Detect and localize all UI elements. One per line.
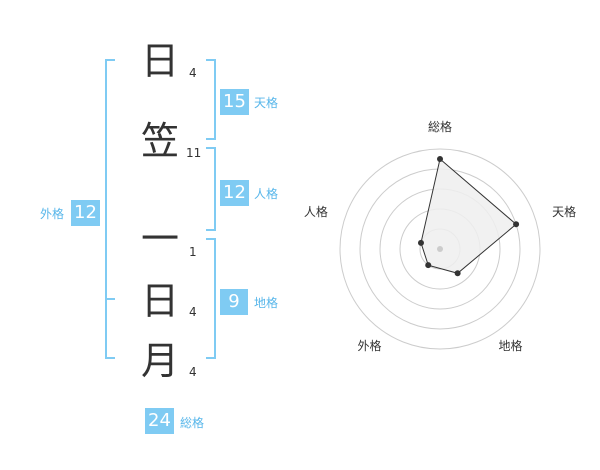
- chikaku-bracket: [206, 238, 216, 359]
- tenkaku-label: 天格: [254, 96, 279, 110]
- name-char-1: 日: [140, 39, 179, 83]
- chikaku-label: 地格: [254, 296, 279, 310]
- jinkaku-value-badge: 12: [220, 180, 249, 206]
- radar-point-3: [425, 262, 432, 269]
- radar-axis-label-3: 外格: [357, 339, 382, 354]
- radar-axis-label-4: 人格: [303, 204, 328, 219]
- soukaku-value-badge: 24: [145, 408, 174, 434]
- stroke-count-1: 4: [189, 66, 197, 80]
- gaikaku-bracket: [105, 59, 115, 359]
- jinkaku-label: 人格: [254, 187, 279, 201]
- radar-center-point: [437, 246, 443, 252]
- stroke-count-4: 4: [189, 305, 197, 319]
- radar-axis-label-1: 天格: [552, 204, 577, 219]
- stroke-count-2: 11: [186, 146, 202, 160]
- radar-axis-label-0: 総格: [428, 120, 453, 134]
- radar-axis-label-2: 地格: [498, 339, 523, 354]
- tenkaku-bracket: [206, 59, 216, 140]
- radar-point-0: [437, 156, 443, 162]
- radar-polygon: [420, 158, 517, 274]
- radar-ring-5: [339, 148, 541, 350]
- tenkaku-value-badge: 15: [220, 89, 249, 115]
- stroke-count-5: 4: [189, 365, 197, 379]
- gaikaku-value-badge: 12: [71, 200, 100, 226]
- radar-point-2: [454, 270, 461, 277]
- name-char-4: 日: [140, 279, 179, 323]
- jinkaku-bracket: [206, 147, 216, 231]
- gaikaku-label: 外格: [40, 207, 65, 221]
- radar-point-4: [417, 239, 424, 246]
- name-char-2: 笠: [140, 119, 179, 163]
- stroke-count-3: 1: [189, 245, 197, 259]
- radar-point-1: [513, 221, 520, 228]
- chikaku-value-badge: 9: [220, 289, 248, 315]
- name-char-3: 一: [140, 217, 179, 261]
- soukaku-label: 総格: [180, 416, 205, 430]
- name-char-5: 月: [140, 339, 179, 383]
